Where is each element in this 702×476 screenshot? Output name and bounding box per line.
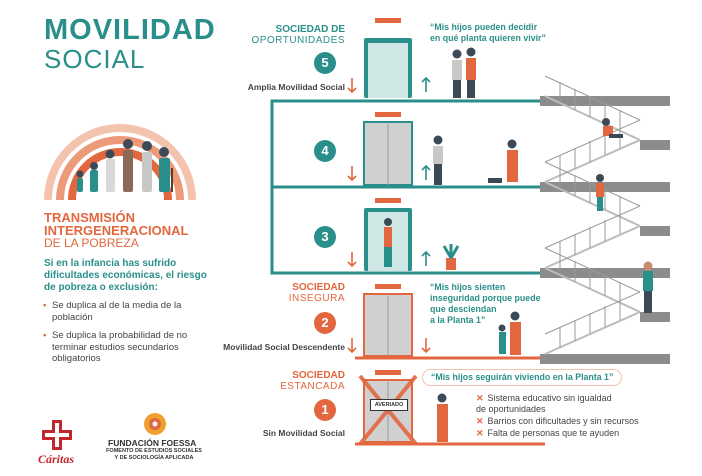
society-bracket	[270, 99, 283, 275]
floor-number-3: 3	[314, 226, 336, 248]
stair-person-climbing	[596, 174, 604, 211]
person-floor4	[433, 135, 443, 185]
elevators	[358, 18, 418, 446]
floor-lines	[272, 99, 545, 275]
generations-arch-illustration	[44, 124, 196, 201]
floor-number-2: 2	[314, 312, 336, 334]
society-insegura-sub: INSEGURA	[288, 293, 345, 304]
bullet-item: Se duplica la probabilidad de no termina…	[43, 330, 212, 365]
caritas-cross-icon	[42, 420, 72, 450]
stair-person-sitting	[602, 118, 623, 138]
page-subtitle: SOCIAL	[44, 44, 146, 74]
family-floor2	[498, 311, 521, 355]
society-estancada-head: SOCIEDAD	[292, 370, 345, 381]
factor-item: ✕Sistema educativo sin igualdad de oport…	[476, 393, 612, 414]
transmission-title-line1: TRANSMISIÓN	[44, 210, 135, 225]
out-of-order-sign: AVERIADO	[370, 399, 408, 411]
society-estancada-sub: ESTANCADA	[280, 381, 345, 392]
society-insegura-head: SOCIEDAD	[292, 282, 345, 293]
bullet-item: Se duplica al de la media de la població…	[43, 300, 212, 323]
staircase	[540, 75, 670, 364]
factor-item: ✕Falta de personas que te ayuden	[476, 428, 620, 438]
family-floor5	[452, 47, 476, 98]
floor-lines-low	[355, 356, 545, 446]
page-title: MOVILIDAD	[44, 14, 216, 46]
intro-text: Si en la infancia has sufrido dificultad…	[44, 258, 207, 293]
caritas-logo-text: Cáritas	[38, 452, 75, 466]
society-oportunidades-head: SOCIEDAD DE	[275, 24, 345, 35]
woman-floor1	[437, 393, 448, 442]
floor-number-4: 4	[314, 140, 336, 162]
foessa-logo-name: FUNDACIÓN FOESSA	[108, 438, 197, 448]
elevator-person-floor3	[384, 218, 392, 267]
transmission-title-line2: INTERGENERACIONAL	[44, 223, 189, 238]
arrows	[347, 76, 431, 354]
mobility-label-descendente: Movilidad Social Descendente	[223, 342, 345, 352]
woman-dog-floor4	[488, 139, 518, 183]
mobility-label-sin: Sin Movilidad Social	[262, 428, 345, 438]
factor-item: ✕Barrios con dificultades y sin recursos	[476, 416, 639, 426]
plant-floor3	[442, 244, 460, 270]
society-oportunidades-sub: OPORTUNIDADES	[251, 35, 345, 46]
generation-figures	[76, 139, 173, 192]
floor-number-5: 5	[314, 52, 336, 74]
foessa-logo-icon	[144, 413, 166, 435]
transmission-title-line3: DE LA POBREZA	[44, 236, 139, 250]
quote-floor5: “Mis hijos pueden decidir en qué planta …	[430, 22, 546, 43]
floor-number-1: 1	[314, 399, 336, 421]
mobility-label-amplia: Amplia Movilidad Social	[247, 82, 345, 92]
foessa-logo-sub2: Y DE SOCIOLOGÍA APLICADA	[114, 455, 194, 461]
quote-floor2: “Mis hijos sienten inseguridad porque pu…	[430, 282, 541, 325]
quote-floor1: “Mis hijos seguirán viviendo en la Plant…	[422, 369, 623, 386]
stair-person-standing	[643, 261, 653, 313]
foessa-logo-sub1: FOMENTO DE ESTUDIOS SOCIALES	[106, 448, 202, 454]
